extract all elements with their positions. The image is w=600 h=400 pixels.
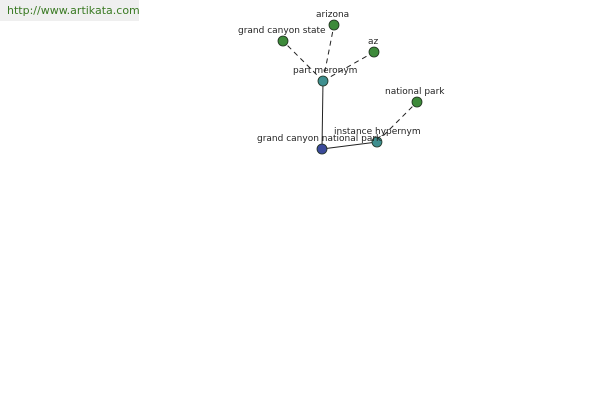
- node-part-meronym[interactable]: [317, 75, 329, 87]
- edge-root-to-part-meronym: [321, 80, 324, 150]
- node-label-national-park[interactable]: national park: [385, 87, 445, 97]
- graph-nodes: [277, 19, 423, 155]
- node-label-arizona[interactable]: arizona: [316, 10, 349, 20]
- node-root[interactable]: [316, 143, 328, 155]
- node-label-grand-canyon-state[interactable]: grand canyon state: [238, 26, 326, 36]
- node-label-root[interactable]: grand canyon national park: [257, 134, 382, 144]
- edge-root-to-instance-hypernym: [321, 141, 378, 150]
- node-arizona[interactable]: [328, 19, 340, 31]
- graph-edges: [282, 24, 418, 150]
- source-url-link[interactable]: http://www.artikata.com: [7, 4, 140, 17]
- source-url-banner: http://www.artikata.com: [0, 0, 140, 21]
- node-label-az[interactable]: az: [368, 37, 379, 47]
- node-grand-canyon-state[interactable]: [277, 35, 289, 47]
- node-label-instance-hypernym[interactable]: instance hypernym: [334, 127, 421, 137]
- graph-labels: grand canyon national park part meronym in…: [238, 10, 445, 144]
- node-label-part-meronym[interactable]: part meronym: [293, 66, 357, 76]
- node-instance-hypernym[interactable]: [371, 136, 383, 148]
- edge-part-meronym-to-arizona: [322, 24, 335, 82]
- node-national-park[interactable]: [411, 96, 423, 108]
- edge-part-meronym-to-grand-canyon-state: [282, 40, 324, 82]
- node-az[interactable]: [368, 46, 380, 58]
- edge-instance-hypernym-to-national-park: [376, 101, 418, 143]
- edge-part-meronym-to-az: [322, 51, 375, 82]
